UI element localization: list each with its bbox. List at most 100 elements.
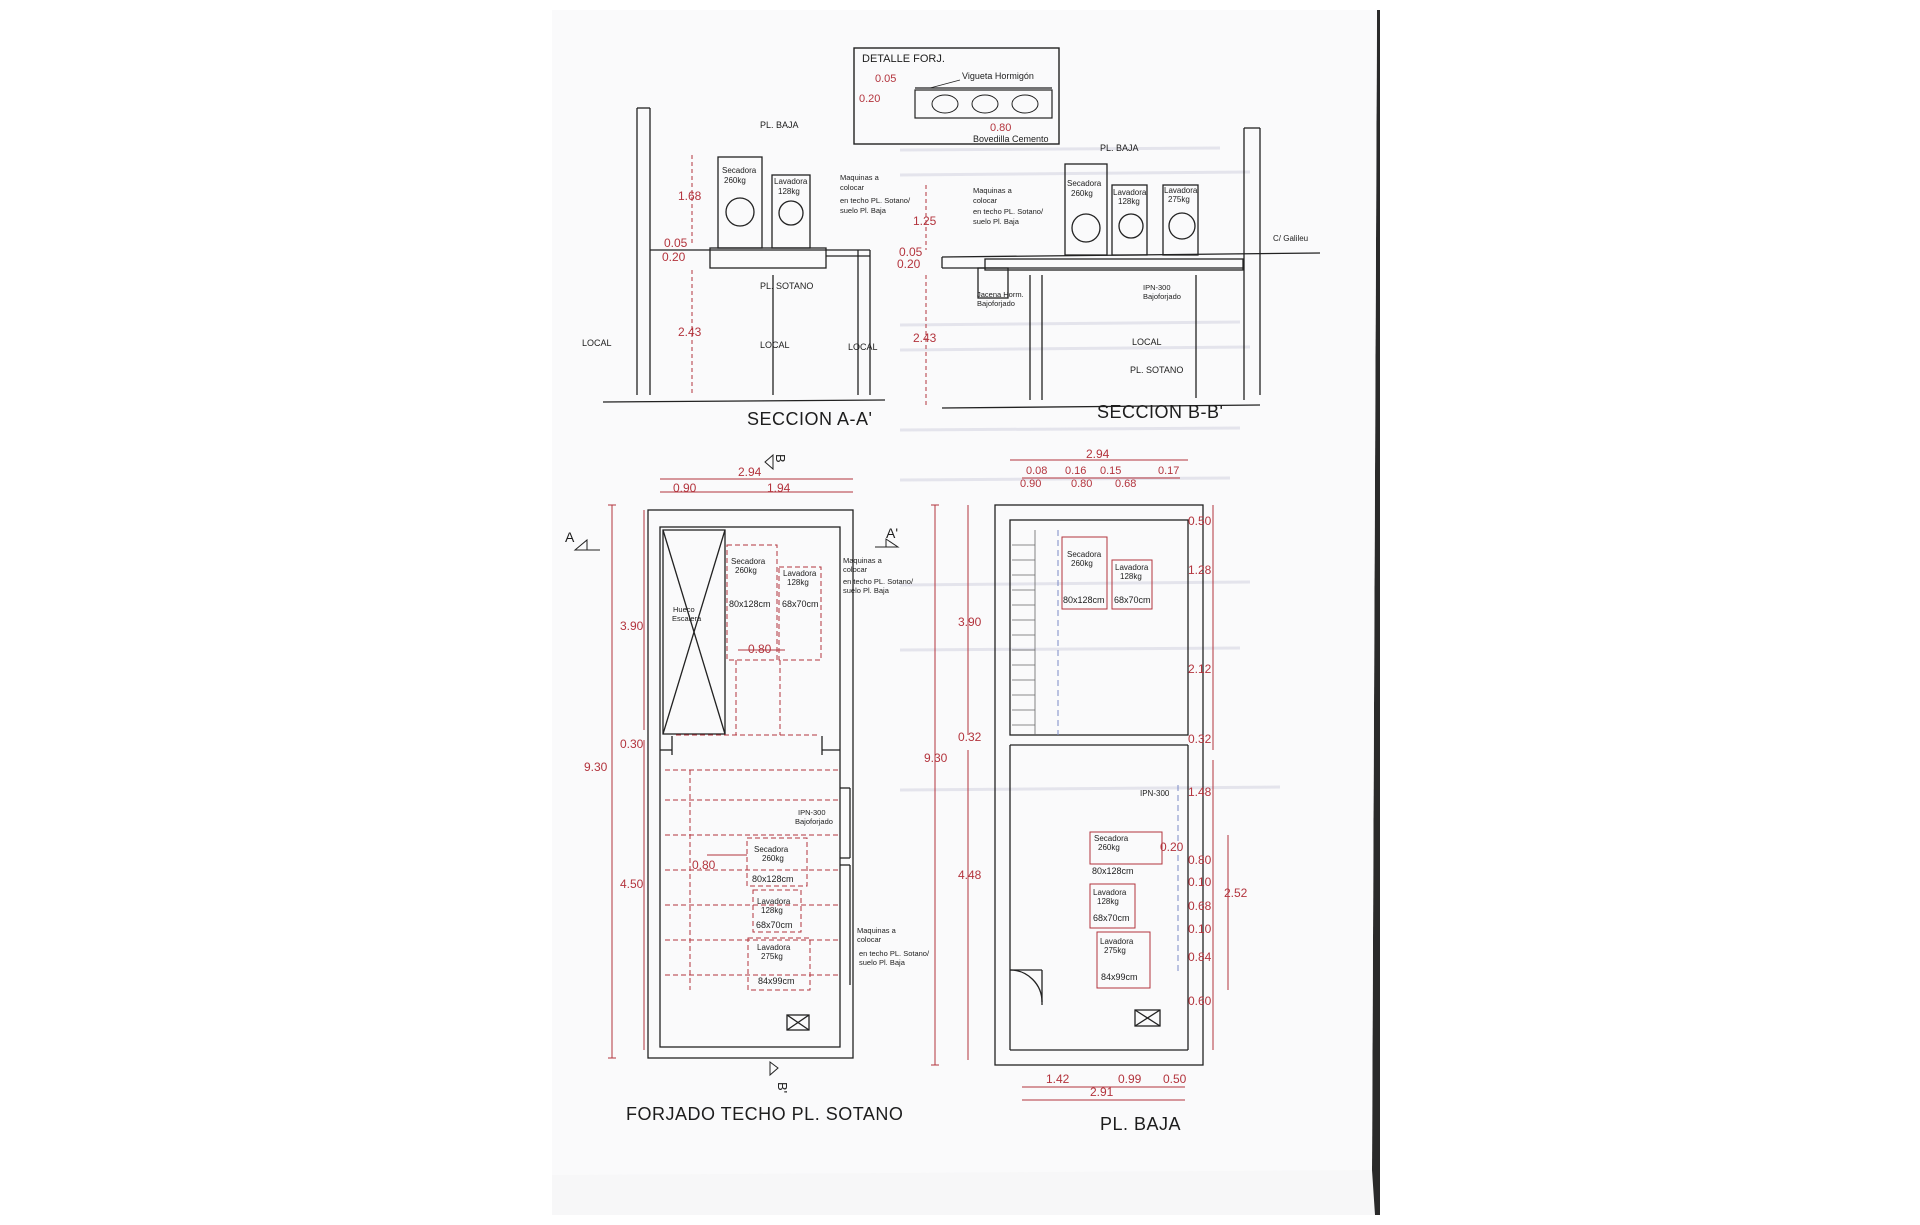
- plan-forjado-dim-030: 0.30: [620, 737, 644, 751]
- section-a-local-left: LOCAL: [582, 338, 612, 348]
- plan-baja-dim-top2-1: 0.90: [1020, 478, 1041, 490]
- detail-title: DETALLE FORJ.: [862, 53, 945, 65]
- detail-span: 0.80: [990, 122, 1011, 134]
- plan-baja-right-dim-10: 0.84: [1188, 950, 1212, 964]
- plan-baja-size-80x128: 80x128cm: [1063, 595, 1105, 605]
- plan-baja-dim-020: 0.20: [1160, 840, 1184, 854]
- section-a-lavadora-weight: 128kg: [778, 187, 800, 196]
- section-a: PL. BAJA PL. SOTANO LOCAL LOCAL LOCAL 1.…: [582, 107, 911, 429]
- section-b-secadora-name: Secadora: [1067, 179, 1102, 188]
- detail-bovedilla-label: Bovedilla Cemento: [973, 134, 1049, 144]
- plan-forjado-note-top-2: colocar: [843, 565, 868, 574]
- detail-frame: [853, 47, 1060, 145]
- plan-baja-right-dim-3: 2.12: [1188, 662, 1212, 676]
- plan-forjado-note-top-3: en techo PL. Sotano/: [843, 577, 914, 586]
- plan-baja-right-dim-4: 0.32: [1188, 732, 1212, 746]
- section-b-jacena-1: Jacena Horm.: [977, 290, 1024, 299]
- plan-forjado-secadora-weight: 260kg: [735, 566, 757, 575]
- plan-baja-size-68x70: 68x70cm: [1114, 595, 1151, 605]
- section-b-note-3: en techo PL. Sotano/: [973, 207, 1044, 216]
- plan-forjado-note-top-4: suelo Pl. Baja: [843, 586, 890, 595]
- plan-forjado-size2-68x70: 68x70cm: [756, 920, 793, 930]
- section-b-dim-125: 1.25: [913, 214, 937, 228]
- section-b-note-4: suelo Pl. Baja: [973, 217, 1020, 226]
- section-b-dim-243: 2.43: [913, 331, 937, 345]
- bleed-through: [899, 146, 1281, 792]
- section-a-note-4: suelo Pl. Baja: [840, 206, 887, 215]
- plan-forjado-ipn-1: IPN-300: [798, 808, 826, 817]
- plan-forjado-lavadora2-weight: 128kg: [761, 906, 783, 915]
- plan-baja: 2.94 0.08 0.16 0.15 0.17 0.90 0.80 0.68 …: [924, 447, 1248, 1134]
- plan-baja-dim-930: 9.30: [924, 751, 948, 765]
- plan-baja-right-dim-9: 0.10: [1188, 922, 1212, 936]
- plan-baja-size2-80x128: 80x128cm: [1092, 866, 1134, 876]
- plan-baja-dim-top-1: 0.08: [1026, 465, 1047, 477]
- section-b-ipn-2: Bajoforjado: [1143, 292, 1181, 301]
- plan-forjado-note-top-1: Maquinas a: [843, 556, 883, 565]
- plan-forjado-dim-194: 1.94: [767, 481, 791, 495]
- plan-forjado-dim-294: 2.94: [738, 465, 762, 479]
- plan-baja-dim-top2-3: 0.68: [1115, 478, 1136, 490]
- plan-forjado-size-68x70: 68x70cm: [782, 599, 819, 609]
- plan-forjado-secadora2-weight: 260kg: [762, 854, 784, 863]
- plan-baja-bottom-dim-3: 0.50: [1163, 1072, 1187, 1086]
- plan-baja-bottom-dim-1: 1.42: [1046, 1072, 1070, 1086]
- section-a-note-3: en techo PL. Sotano/: [840, 196, 911, 205]
- section-b-lavadora2-name: Lavadora: [1164, 186, 1198, 195]
- section-b: PL. BAJA PL. SOTANO LOCAL C/ Galileu 1.2…: [897, 127, 1321, 422]
- plan-baja-right-dim-6: 0.80: [1188, 853, 1212, 867]
- plan-forjado-size-80x128: 80x128cm: [729, 599, 771, 609]
- section-a-dim-005: 0.05: [664, 236, 688, 250]
- plan-baja-dim-252: 2.52: [1224, 886, 1248, 900]
- plan-forjado-lavadora-weight: 128kg: [787, 578, 809, 587]
- plan-baja-ipn: IPN-300: [1140, 789, 1170, 798]
- plan-forjado-note-bottom-2: colocar: [857, 935, 882, 944]
- section-a-local-mid: LOCAL: [760, 340, 790, 350]
- plan-baja-dim-291: 2.91: [1090, 1085, 1114, 1099]
- plan-baja-lavadora3-name: Lavadora: [1100, 937, 1134, 946]
- detail-slab: [914, 89, 1053, 119]
- plan-forjado-dim-930: 9.30: [584, 760, 608, 774]
- section-a-pl-sotano: PL. SOTANO: [760, 281, 813, 291]
- plan-baja-secadora2-name: Secadora: [1094, 834, 1129, 843]
- plan-baja-secadora-name: Secadora: [1067, 550, 1102, 559]
- section-a-dim-020: 0.20: [662, 250, 686, 264]
- detail-dim-bottom: 0.20: [859, 93, 880, 105]
- plan-baja-right-dim-7: 0.10: [1188, 875, 1212, 889]
- plan-baja-dim-top2-2: 0.80: [1071, 478, 1092, 490]
- section-b-jacena-2: Bajoforjado: [977, 299, 1015, 308]
- section-b-local: LOCAL: [1132, 337, 1162, 347]
- plan-forjado: A A' B B' 2.94 0.90 1.94 3.90 0.30 9.30 …: [565, 453, 930, 1124]
- plan-forjado-mark-b: B: [773, 454, 788, 463]
- plan-forjado-ipn-2: Bajoforjado: [795, 817, 833, 826]
- plan-forjado-note-bottom-1: Maquinas a: [857, 926, 897, 935]
- section-a-note-1: Maquinas a: [840, 173, 880, 182]
- section-a-dim-243: 2.43: [678, 325, 702, 339]
- plan-forjado-mark-b2: B': [775, 1082, 790, 1093]
- plan-baja-right-dim-11: 0.60: [1188, 994, 1212, 1008]
- plan-baja-size2-68x70: 68x70cm: [1093, 913, 1130, 923]
- plan-forjado-lavadora3-weight: 275kg: [761, 952, 783, 961]
- section-a-secadora-name: Secadora: [722, 166, 757, 175]
- plan-forjado-mark-a2: A': [886, 525, 898, 541]
- plan-forjado-mark-a: A: [565, 529, 575, 545]
- plan-forjado-hueco-1: Hueco: [673, 605, 695, 614]
- plan-baja-title: PL. BAJA: [1100, 1114, 1181, 1134]
- section-b-lavadora1-name: Lavadora: [1113, 188, 1147, 197]
- plan-forjado-hueco-2: Escalera: [672, 614, 702, 623]
- plan-baja-lavadora-name: Lavadora: [1115, 563, 1149, 572]
- plan-baja-right-dim-1: 0.50: [1188, 514, 1212, 528]
- detail-forjado: DETALLE FORJ. 0.05 0.20 Vigueta Hormigón…: [853, 47, 1060, 145]
- plan-baja-dim-top-3: 0.15: [1100, 465, 1121, 477]
- plan-forjado-note-bottom-4: suelo Pl. Baja: [859, 958, 906, 967]
- section-b-dim-020: 0.20: [897, 257, 921, 271]
- plan-baja-secadora-weight: 260kg: [1071, 559, 1093, 568]
- plan-baja-dim-294: 2.94: [1086, 447, 1110, 461]
- section-a-local-right: LOCAL: [848, 342, 878, 352]
- plan-baja-dim-448: 4.48: [958, 868, 982, 882]
- section-b-lavadora2-weight: 275kg: [1168, 195, 1190, 204]
- section-b-secadora-weight: 260kg: [1071, 189, 1093, 198]
- plan-baja-lavadora-weight: 128kg: [1120, 572, 1142, 581]
- plan-baja-dim-032: 0.32: [958, 730, 982, 744]
